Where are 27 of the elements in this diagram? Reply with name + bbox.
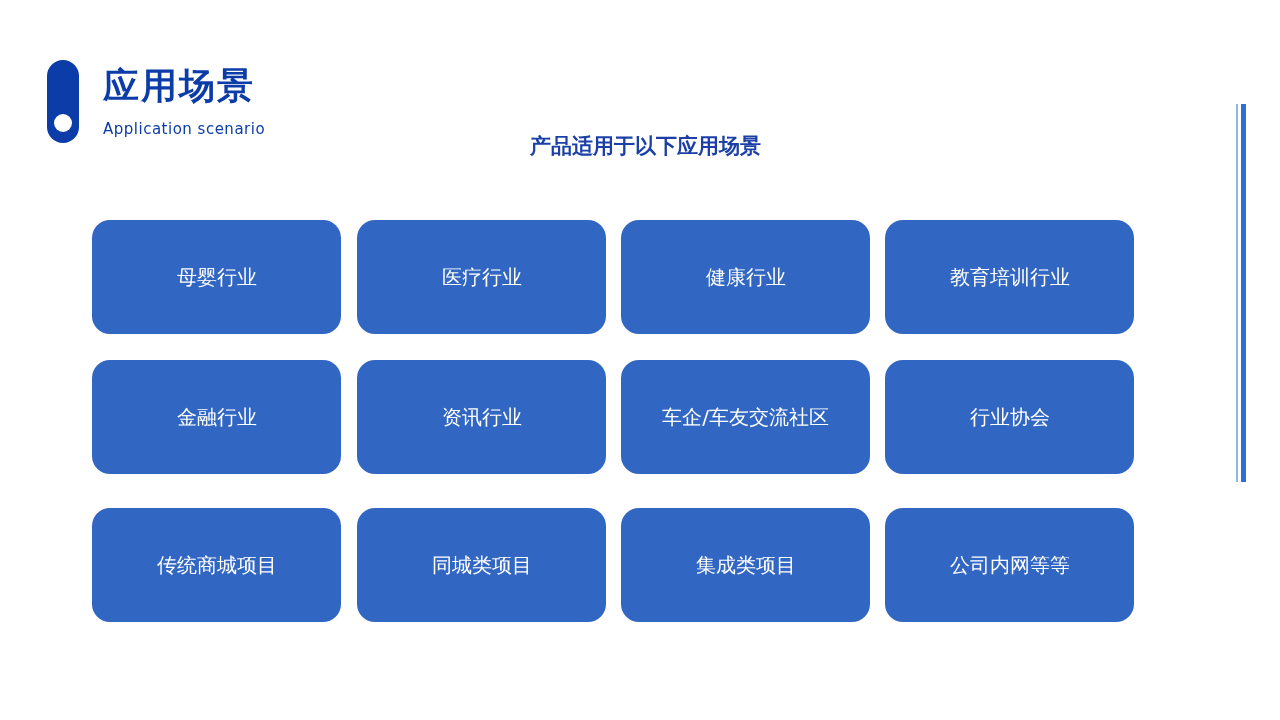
category-box [885,360,1134,474]
category-label: 同城类项目 [431,551,532,579]
category-label: 行业协会 [969,403,1050,431]
category-box [92,360,341,474]
category-label: 资讯行业 [441,403,522,431]
category-box [92,508,341,622]
category-label: 医疗行业 [441,263,522,291]
category-box [885,220,1134,334]
category-label: 传统商城项目 [156,551,277,579]
category-box [357,508,606,622]
category-box [92,220,341,334]
category-label: 车企/车友交流社区 [662,403,829,431]
subtitle: Application scenario [103,120,266,138]
category-box [357,220,606,334]
category-label: 教育培训行业 [949,263,1070,291]
category-box [621,508,870,622]
title: 应用场景 [103,64,255,108]
category-box [357,360,606,474]
heading: 产品适用于以下应用场景 [529,134,761,158]
category-label: 母婴行业 [176,263,257,291]
category-box [621,220,870,334]
category-label: 金融行业 [176,403,257,431]
category-box [621,360,870,474]
category-box [885,508,1134,622]
category-label: 集成类项目 [695,551,796,579]
category-label: 健康行业 [705,263,786,291]
category-label: 公司内网等等 [949,551,1070,579]
